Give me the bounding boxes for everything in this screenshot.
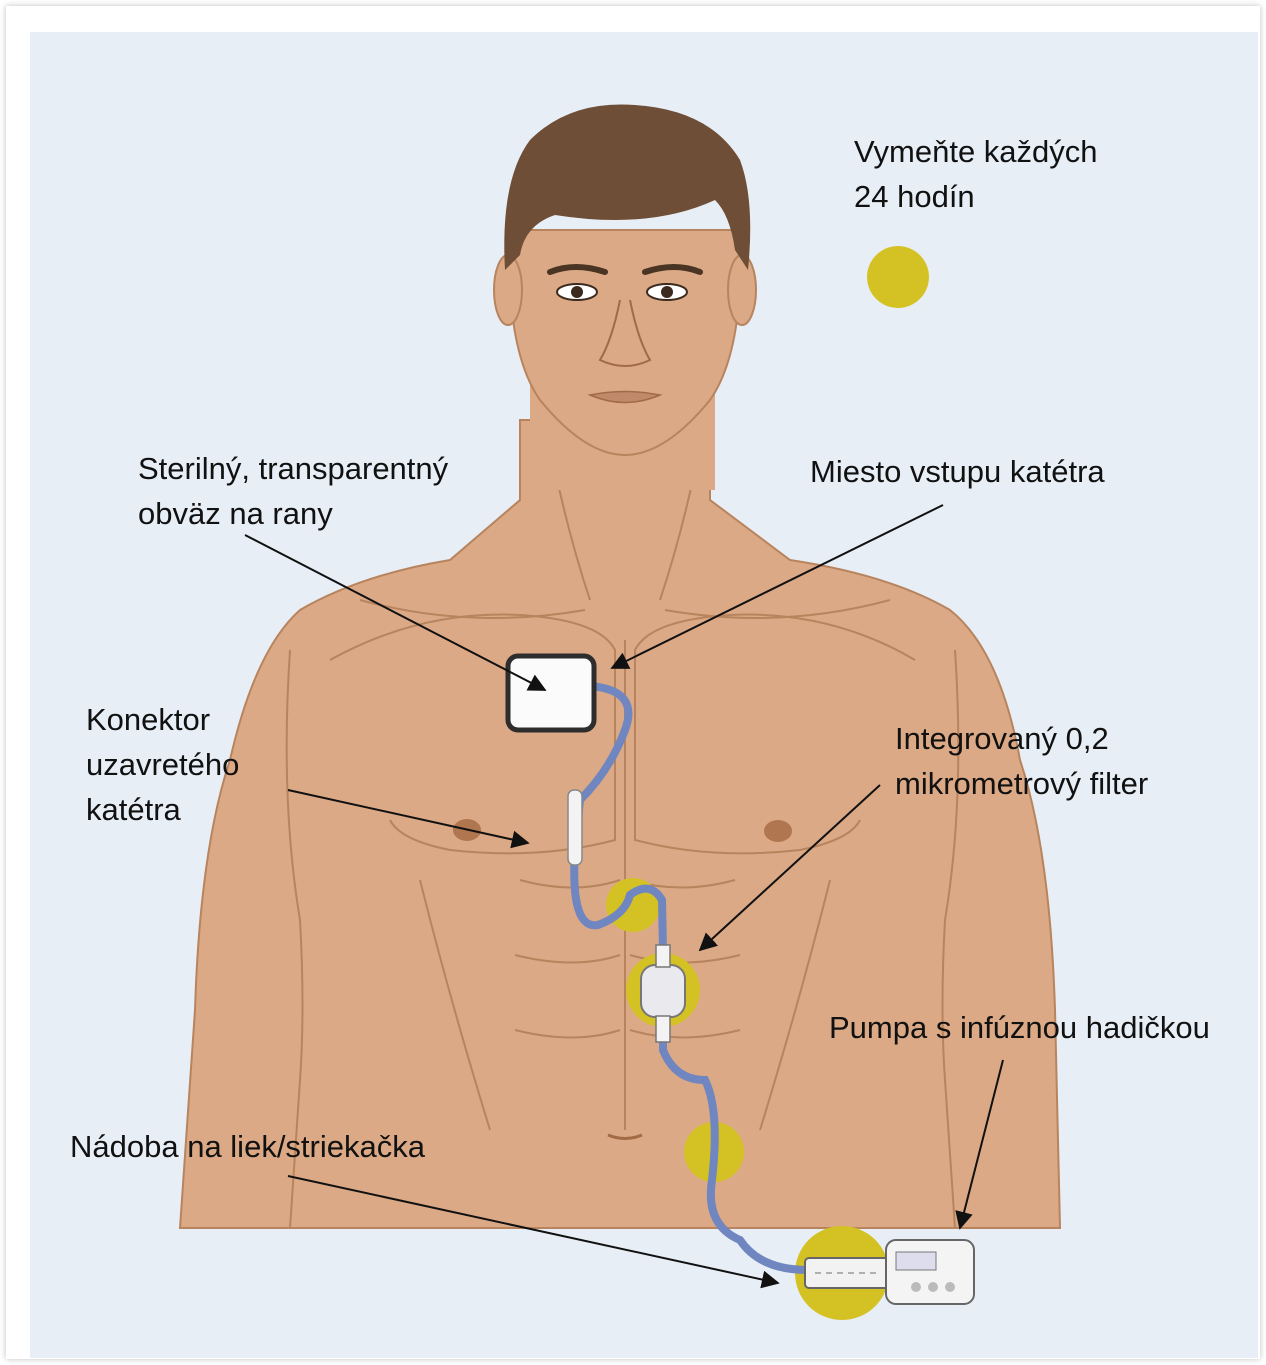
label-connector-line1: Konektor [86, 698, 210, 742]
right-ear [728, 255, 756, 325]
label-dressing-line2: obväz na rany [138, 492, 333, 536]
label-connector-line3: katétra [86, 788, 181, 832]
label-filter-line2: mikrometrový filter [895, 762, 1148, 806]
legend-text-line1: Vymeňte každých [854, 130, 1098, 174]
label-container: Nádoba na liek/striekačka [70, 1125, 425, 1169]
label-filter-line1: Integrovaný 0,2 [895, 717, 1109, 761]
label-connector-line2: uzavretého [86, 743, 239, 787]
catheter-connector [568, 790, 582, 865]
filter-body [641, 965, 685, 1017]
label-pump: Pumpa s infúznou hadičkou [829, 1006, 1210, 1050]
transparent-dressing [508, 656, 594, 730]
torso [180, 420, 1060, 1228]
label-entry-site: Miesto vstupu katétra [810, 450, 1105, 494]
right-nipple [764, 820, 792, 842]
legend-marker [867, 246, 929, 308]
legend-text-line2: 24 hodín [854, 175, 975, 219]
label-dressing-line1: Sterilný, transparentný [138, 447, 448, 491]
infusion-pump [886, 1240, 974, 1304]
